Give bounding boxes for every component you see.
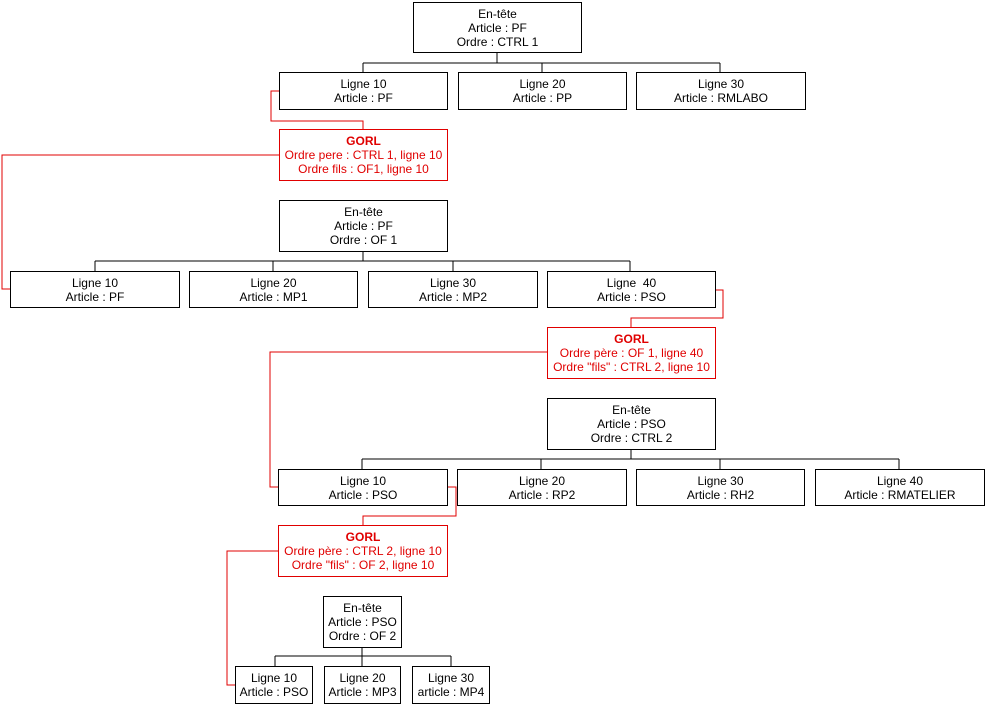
header-article: Article : PSO xyxy=(597,417,666,431)
header-order: Ordre : CTRL 2 xyxy=(590,431,673,445)
line-box-ctrl2-10: Ligne 10 Article : PSO xyxy=(278,469,448,506)
header-title: En-tête xyxy=(612,403,651,417)
line-box-of1-20: Ligne 20 Article : MP1 xyxy=(189,271,358,308)
header-article: Article : PF xyxy=(468,20,527,35)
line-label: Ligne 30 xyxy=(429,275,477,290)
line-article: article : MP4 xyxy=(417,685,485,699)
line-box-of2-30: Ligne 30 article : MP4 xyxy=(412,666,490,704)
line-box-of1-30: Ligne 30 Article : MP2 xyxy=(368,271,538,308)
gorl-parent-order: Ordre père : OF 1, ligne 40 xyxy=(559,346,704,360)
gorl-child-order: Ordre fils : OF1, ligne 10 xyxy=(298,162,429,176)
line-box-of2-20: Ligne 20 Article : MP3 xyxy=(324,666,401,704)
line-box-of1-40: Ligne 40 Article : PSO xyxy=(547,271,716,308)
line-label: Ligne 10 xyxy=(340,77,387,91)
link-gorl1-to-of1-l10 xyxy=(1,154,279,290)
tree-ctrl2-connectors xyxy=(361,449,900,469)
link-of1-l40-to-gorl2 xyxy=(630,289,724,327)
line-label: Ligne 20 xyxy=(339,671,386,685)
line-article: Article : PSO xyxy=(597,289,666,304)
gorl-title: GORL xyxy=(346,134,381,148)
line-article: Article : PF xyxy=(334,91,393,105)
gorl-parent-order: Ordre père : CTRL 2, ligne 10 xyxy=(284,544,442,558)
line-label: Ligne 40 xyxy=(606,275,657,290)
line-box-ctrl1-10: Ligne 10 Article : PF xyxy=(279,72,448,110)
line-label: Ligne 10 xyxy=(71,275,119,290)
header-box-ctrl1: En-tête Article : PF Ordre : CTRL 1 xyxy=(413,2,582,53)
line-box-ctrl2-40: Ligne 40 Article : RMATELIER xyxy=(815,469,985,506)
line-label: Ligne 40 xyxy=(876,473,924,488)
line-article: Article : MP3 xyxy=(328,685,397,699)
line-article: Article : PSO xyxy=(328,487,398,502)
header-box-ctrl2: En-tête Article : PSO Ordre : CTRL 2 xyxy=(547,398,716,450)
gorl-title: GORL xyxy=(614,332,649,346)
header-article: Article : PSO xyxy=(328,615,397,629)
line-label: Ligne 30 xyxy=(697,77,745,91)
gorl-box-1: GORL Ordre pere : CTRL 1, ligne 10 Ordre… xyxy=(279,129,448,181)
line-label: Ligne 10 xyxy=(339,473,387,488)
gorl-title: GORL xyxy=(345,530,381,544)
header-article: Article : PF xyxy=(334,219,393,233)
header-title: En-tête xyxy=(343,601,382,615)
header-order: Ordre : CTRL 1 xyxy=(456,34,539,49)
gorl-box-3: GORL Ordre père : CTRL 2, ligne 10 Ordre… xyxy=(278,525,448,577)
gorl-box-2: GORL Ordre père : OF 1, ligne 40 Ordre "… xyxy=(547,327,716,379)
gorl-parent-order: Ordre pere : CTRL 1, ligne 10 xyxy=(284,148,443,162)
header-box-of1: En-tête Article : PF Ordre : OF 1 xyxy=(279,200,448,252)
line-article: Article : MP2 xyxy=(418,289,487,304)
line-box-of1-10: Ligne 10 Article : PF xyxy=(10,271,180,308)
header-box-of2: En-tête Article : PSO Ordre : OF 2 xyxy=(323,596,402,648)
gorl-child-order: Ordre "fils" : OF 2, ligne 10 xyxy=(291,558,435,572)
link-ctrl2-l10-to-gorl3 xyxy=(362,486,457,525)
gorl-child-order: Ordre "fils" : CTRL 2, ligne 10 xyxy=(553,360,710,374)
line-article: Article : RP2 xyxy=(508,487,576,502)
line-article: Article : RH2 xyxy=(686,487,755,502)
line-article: Article : RMATELIER xyxy=(844,487,956,502)
tree-ctrl1-connectors xyxy=(362,52,721,72)
line-label: Ligne 20 xyxy=(250,275,297,290)
header-order: Ordre : OF 2 xyxy=(328,629,397,643)
header-order: Ordre : OF 1 xyxy=(329,233,398,247)
line-label: Ligne 30 xyxy=(427,671,475,685)
line-article: Article : RMLABO xyxy=(673,91,769,105)
link-ctrl1-l10-to-gorl1 xyxy=(270,90,364,129)
line-box-of2-10: Ligne 10 Article : PSO xyxy=(235,666,313,704)
line-label: Ligne 20 xyxy=(518,473,566,488)
line-box-ctrl1-30: Ligne 30 Article : RMLABO xyxy=(636,72,806,110)
header-title: En-tête xyxy=(344,205,383,219)
line-article: Article : PSO xyxy=(239,685,309,699)
line-article: Article : PP xyxy=(512,91,573,105)
line-article: Article : MP1 xyxy=(239,289,308,304)
link-gorl2-to-ctrl2-l10 xyxy=(269,351,547,488)
line-label: Ligne 10 xyxy=(250,671,298,685)
tree-of2-connectors xyxy=(274,647,452,666)
line-article: Article : PF xyxy=(65,289,125,304)
line-box-ctrl1-20: Ligne 20 Article : PP xyxy=(458,72,627,110)
line-box-ctrl2-20: Ligne 20 Article : RP2 xyxy=(457,469,627,506)
line-label: Ligne 20 xyxy=(519,77,566,91)
header-title: En-tête xyxy=(478,6,517,21)
link-gorl3-to-of2-l10 xyxy=(226,550,279,686)
gorl-links xyxy=(1,90,724,686)
tree-of1-connectors xyxy=(94,251,631,271)
line-box-ctrl2-30: Ligne 30 Article : RH2 xyxy=(636,469,805,506)
line-label: Ligne 30 xyxy=(697,473,744,488)
